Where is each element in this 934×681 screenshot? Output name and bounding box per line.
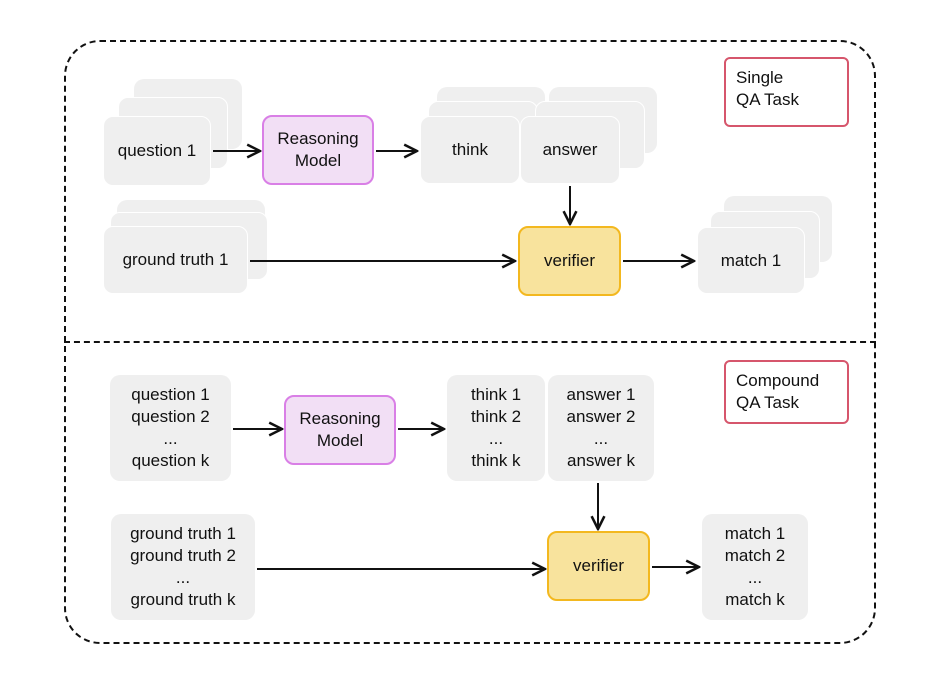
answer-line: answer k	[566, 451, 636, 470]
question-line: question 2	[131, 407, 210, 426]
ground-truth-line: ground truth k	[130, 590, 236, 609]
verifier-box: verifier	[518, 226, 621, 296]
think-line: think k	[471, 451, 521, 470]
model-label-line-1: Reasoning	[277, 129, 359, 148]
question-line: ...	[163, 429, 178, 448]
ground-truth-label: ground truth 1	[122, 250, 229, 269]
think-line: think 1	[470, 385, 522, 404]
compound-qa-task-tag: Compound QA Task	[724, 360, 849, 424]
think-box: think	[420, 116, 520, 184]
think-label: think	[452, 140, 488, 159]
ground-truths-box: ground truth 1 ground truth 2 ... ground…	[111, 514, 255, 620]
ground-truth-box: ground truth 1	[103, 226, 248, 294]
question-line: question 1	[131, 385, 210, 404]
questions-box: question 1 question 2 ... question k	[110, 375, 231, 481]
tag-line-1: Single	[736, 68, 784, 87]
question-box: question 1	[103, 116, 211, 186]
think-line: ...	[488, 429, 504, 448]
ground-truth-line: ground truth 2	[130, 546, 236, 565]
ground-truth-line: ...	[175, 568, 191, 587]
match-label: match 1	[720, 250, 782, 270]
match-box: match 1	[697, 227, 805, 294]
verifier-box: verifier	[547, 531, 650, 601]
question-label: question 1	[117, 141, 197, 160]
answer-line: answer 1	[566, 385, 636, 404]
answer-label: answer	[542, 140, 598, 159]
model-label-line-2: Model	[294, 151, 342, 170]
model-label-line-2: Model	[316, 431, 364, 450]
verifier-label: verifier	[572, 556, 624, 575]
match-line: match k	[725, 590, 785, 609]
ground-truth-line: ground truth 1	[130, 524, 236, 543]
single-qa-task-tag: Single QA Task	[724, 57, 849, 127]
matches-box: match 1 match 2 ... match k	[702, 514, 808, 620]
model-label-line-1: Reasoning	[299, 409, 381, 428]
match-line: match 2	[724, 546, 786, 565]
answers-box: answer 1 answer 2 ... answer k	[548, 375, 654, 481]
match-line: ...	[747, 568, 763, 587]
answer-line: answer 2	[566, 407, 636, 426]
tag-line-2: QA Task	[736, 90, 799, 109]
thinks-box: think 1 think 2 ... think k	[447, 375, 545, 481]
tag-line-1: Compound	[736, 371, 820, 390]
answer-box: answer	[520, 116, 620, 184]
section-divider	[64, 341, 876, 343]
think-line: think 2	[470, 407, 522, 426]
question-line: question k	[131, 451, 210, 470]
verifier-label: verifier	[543, 251, 595, 270]
tag-line-2: QA Task	[736, 393, 799, 412]
match-line: match 1	[724, 524, 786, 543]
answer-line: ...	[593, 429, 609, 448]
reasoning-model-box: Reasoning Model	[262, 115, 374, 185]
reasoning-model-box: Reasoning Model	[284, 395, 396, 465]
